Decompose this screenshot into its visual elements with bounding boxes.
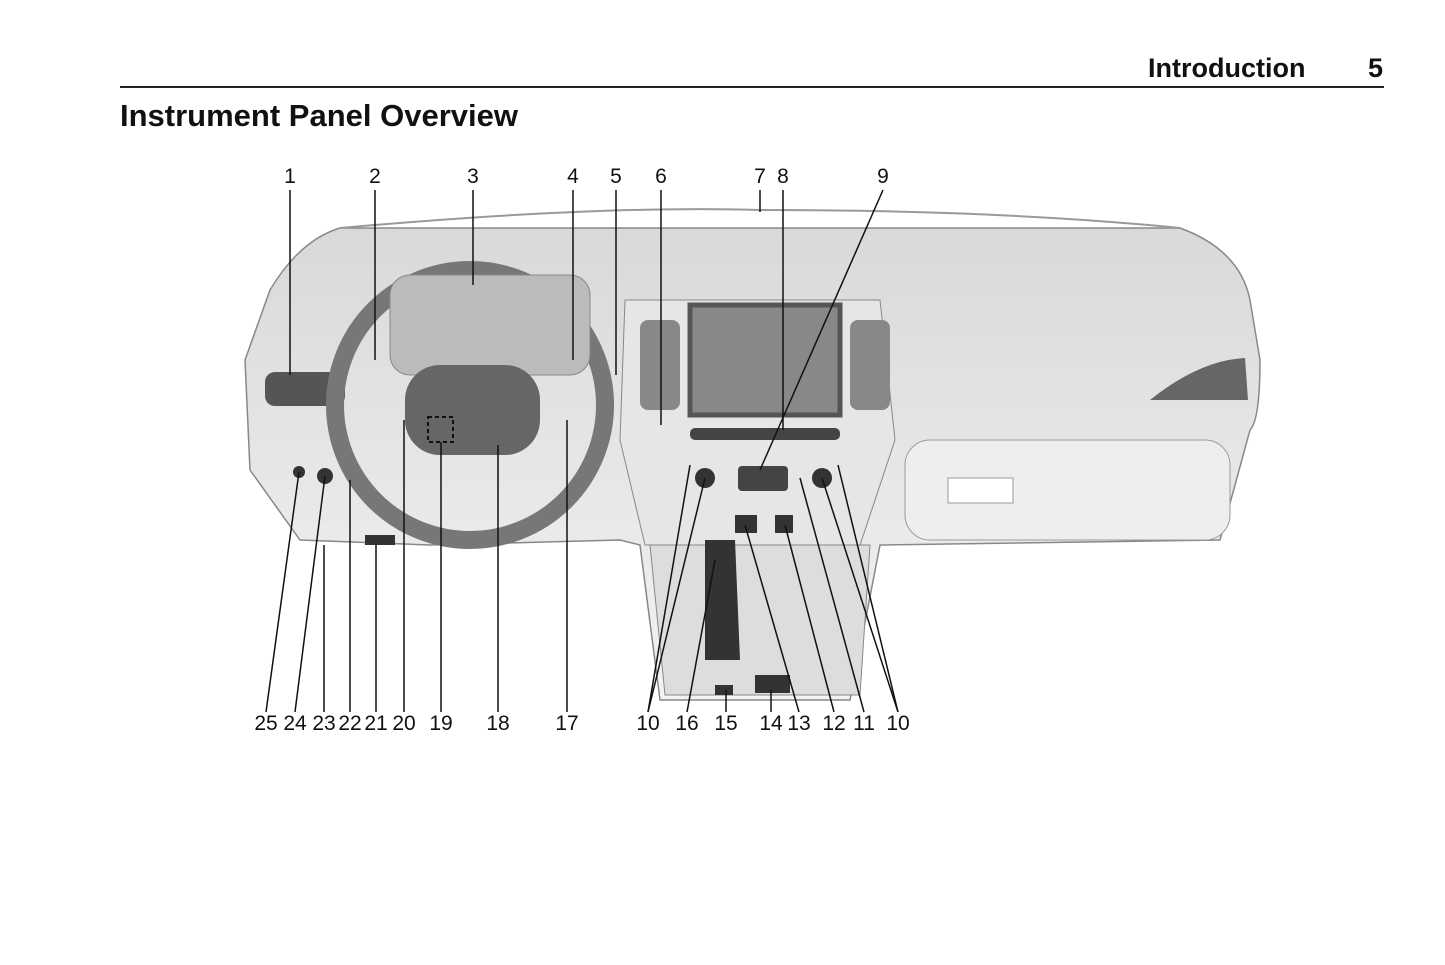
callout-15: 15	[714, 712, 738, 735]
callout-2: 2	[369, 165, 381, 188]
airbag-hub	[405, 365, 540, 455]
callout-13: 13	[787, 712, 811, 735]
shift-lever	[705, 540, 740, 660]
callout-17: 17	[555, 712, 579, 735]
callout-1: 1	[284, 165, 296, 188]
callout-21: 21	[364, 712, 388, 735]
callout-25: 25	[254, 712, 278, 735]
callout-6: 6	[655, 165, 667, 188]
instrument-cluster	[389, 274, 591, 376]
page-title: Instrument Panel Overview	[120, 98, 518, 133]
right-vent	[1150, 358, 1248, 400]
callout-5: 5	[610, 165, 622, 188]
glove-box	[904, 439, 1231, 541]
callout-7: 7	[754, 165, 766, 188]
section-title: Introduction	[1148, 53, 1306, 83]
left-vent	[265, 372, 345, 406]
touchscreen	[687, 302, 843, 418]
callout-12: 12	[822, 712, 846, 735]
page-number: 5	[1368, 53, 1384, 83]
leader-lines	[265, 189, 899, 713]
callout-23: 23	[312, 712, 336, 735]
callout-9: 9	[877, 165, 889, 188]
callout-24: 24	[283, 712, 307, 735]
callout-11: 11	[853, 712, 875, 735]
steering-wheel	[326, 261, 614, 549]
callout-19: 19	[429, 712, 453, 735]
callout-22: 22	[338, 712, 362, 735]
callout-10-right: 10	[886, 712, 910, 735]
center-vent-left	[640, 320, 680, 410]
callout-10-left: 10	[636, 712, 660, 735]
header-rule	[120, 86, 1384, 88]
callout-18: 18	[486, 712, 510, 735]
callout-14: 14	[759, 712, 783, 735]
callout-4: 4	[567, 165, 579, 188]
callout-3: 3	[467, 165, 479, 188]
center-vent-right	[850, 320, 890, 410]
callout-16: 16	[675, 712, 699, 735]
callout-8: 8	[777, 165, 789, 188]
callout-20: 20	[392, 712, 416, 735]
